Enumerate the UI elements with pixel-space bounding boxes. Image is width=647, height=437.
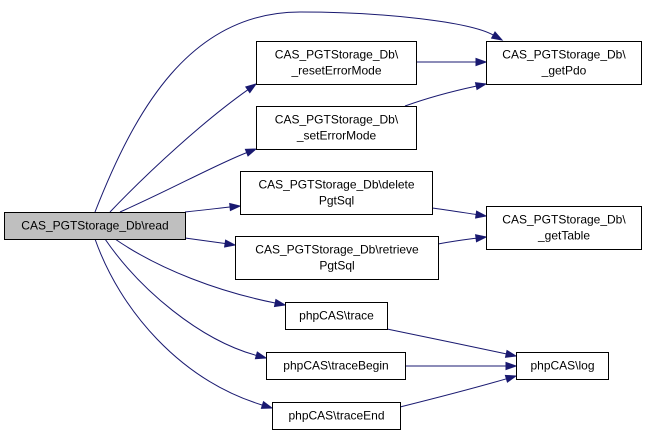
- arrowhead-icon: [254, 351, 268, 360]
- node-box: [4, 212, 186, 240]
- node-box: [486, 41, 642, 85]
- arrowhead-icon: [475, 57, 488, 67]
- edge-read-to-deletePgtSql: [184, 202, 242, 213]
- node-label: PgtSql: [319, 194, 354, 208]
- edge-line: [119, 152, 247, 213]
- edge-setErrorMode-to-getPdo: [404, 82, 488, 107]
- arrowhead-icon: [229, 202, 242, 212]
- arrowhead-icon: [260, 400, 274, 409]
- node-box: [266, 352, 406, 380]
- arrowhead-icon: [504, 374, 518, 383]
- arrowhead-icon: [244, 83, 258, 94]
- call-edges: [94, 11, 518, 409]
- node-box: [256, 41, 417, 85]
- node-label: _setErrorMode: [296, 129, 377, 143]
- node-label: phpCAS\log: [530, 359, 594, 373]
- edge-line: [109, 89, 249, 213]
- node-resetErrorMode[interactable]: CAS_PGTStorage_Db\ _resetErrorMode: [256, 41, 417, 85]
- edge-read-to-traceBegin: [104, 238, 268, 360]
- node-label: CAS_PGTStorage_Db\: [502, 213, 626, 227]
- node-traceEnd[interactable]: phpCAS\traceEnd: [272, 402, 401, 430]
- edge-line: [399, 378, 507, 408]
- node-box: [235, 236, 439, 280]
- arrowhead-icon: [244, 148, 258, 157]
- node-box: [240, 171, 433, 215]
- node-label: phpCAS\traceEnd: [288, 409, 384, 423]
- edge-read-to-resetErrorMode: [109, 83, 258, 213]
- edge-line: [94, 11, 494, 213]
- arrowhead-icon: [474, 82, 488, 91]
- node-label: CAS_PGTStorage_Db\: [275, 113, 399, 127]
- edge-line: [104, 238, 257, 356]
- node-label: CAS_PGTStorage_Db\retrieve: [255, 243, 419, 257]
- node-label: CAS_PGTStorage_Db\: [502, 48, 626, 62]
- edge-read-to-setErrorMode: [119, 148, 258, 213]
- node-label: CAS_PGTStorage_Db\: [275, 48, 399, 62]
- node-box: [516, 352, 609, 380]
- node-getTable[interactable]: CAS_PGTStorage_Db\ _getTable: [486, 206, 642, 250]
- edge-line: [431, 207, 477, 215]
- node-label: phpCAS\traceBegin: [283, 359, 388, 373]
- node-box: [486, 206, 642, 250]
- edge-deletePgtSql-to-getTable: [431, 207, 488, 219]
- edge-traceBegin-to-log: [405, 361, 518, 371]
- node-label: _resetErrorMode: [290, 64, 381, 78]
- node-label: CAS_PGTStorage_Db\delete: [258, 178, 414, 192]
- edge-line: [184, 206, 231, 213]
- node-label: CAS_PGTStorage_Db\read: [21, 219, 168, 233]
- node-read[interactable]: CAS_PGTStorage_Db\read: [4, 212, 186, 240]
- node-label: phpCAS\trace: [299, 309, 374, 323]
- node-box: [256, 106, 417, 150]
- node-label: PgtSql: [319, 259, 354, 273]
- edge-line: [184, 237, 226, 244]
- edge-trace-to-log: [386, 328, 518, 358]
- edge-read-to-getPdo: [94, 11, 504, 213]
- arrowhead-icon: [273, 298, 287, 308]
- node-label: _getTable: [537, 229, 590, 243]
- node-box: [272, 402, 401, 430]
- edge-line: [114, 238, 276, 304]
- arrowhead-icon: [224, 239, 237, 248]
- edge-read-to-retrievePgtSql: [184, 237, 237, 248]
- edge-traceEnd-to-log: [399, 374, 518, 408]
- node-label: _getPdo: [541, 64, 587, 78]
- arrowhead-icon: [490, 31, 504, 41]
- arrowhead-icon: [505, 361, 518, 371]
- node-log[interactable]: phpCAS\log: [516, 352, 609, 380]
- node-box: [285, 302, 388, 330]
- edge-line: [386, 328, 507, 355]
- edge-retrievePgtSql-to-getTable: [437, 234, 488, 245]
- node-trace[interactable]: phpCAS\trace: [285, 302, 388, 330]
- arrowhead-icon: [504, 349, 518, 358]
- edge-read-to-traceEnd: [94, 238, 274, 409]
- arrowhead-icon: [475, 210, 488, 219]
- edge-line: [437, 237, 477, 245]
- call-nodes: CAS_PGTStorage_Db\readCAS_PGTStorage_Db\…: [4, 41, 642, 430]
- edge-line: [94, 238, 263, 406]
- edge-resetErrorMode-to-getPdo: [416, 57, 488, 67]
- edge-read-to-trace: [114, 238, 287, 308]
- edge-line: [404, 85, 477, 107]
- arrowhead-icon: [475, 234, 488, 243]
- node-traceBegin[interactable]: phpCAS\traceBegin: [266, 352, 406, 380]
- node-getPdo[interactable]: CAS_PGTStorage_Db\ _getPdo: [486, 41, 642, 85]
- node-setErrorMode[interactable]: CAS_PGTStorage_Db\ _setErrorMode: [256, 106, 417, 150]
